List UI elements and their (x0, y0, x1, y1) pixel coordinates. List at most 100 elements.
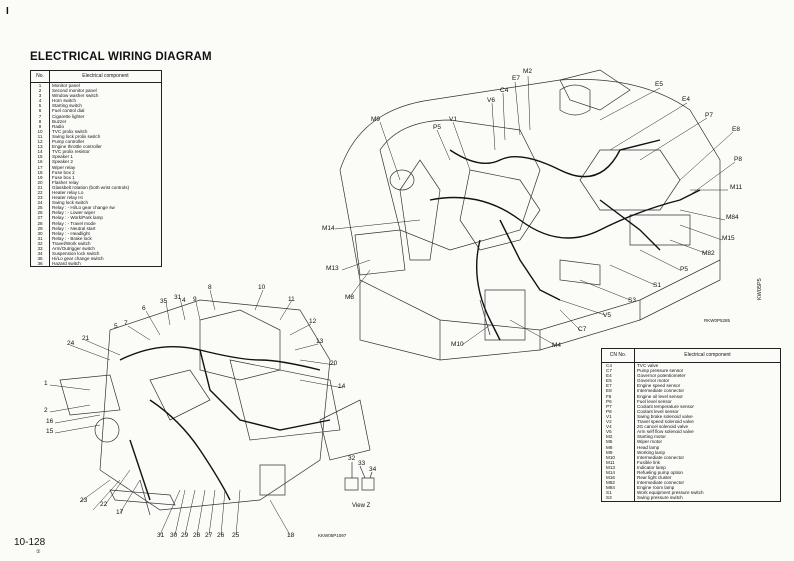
row-number: P7 (601, 403, 635, 409)
row-number: 9 (30, 123, 50, 129)
callout-label: 23 (80, 497, 88, 504)
callout-label: S3 (628, 297, 636, 304)
row-number: 33 (30, 246, 50, 252)
row-number: M9 (601, 449, 635, 455)
callout-label: 10 (258, 284, 266, 291)
side-code: KW05P5 (757, 278, 763, 300)
row-number: 16 (30, 159, 50, 165)
row-component: Intermediate connector (634, 480, 781, 486)
row-component: Fuse box 1 (49, 174, 162, 180)
row-component: Starting switch (49, 103, 162, 109)
row-component: Coolant temperature sensor (634, 403, 781, 409)
row-number: 31 (30, 235, 50, 241)
callout-label: 12 (309, 318, 317, 325)
callout-label: 34 (369, 466, 377, 473)
row-component: Indicator lamp (634, 464, 781, 470)
row-number: M16 (601, 475, 635, 481)
callout-label: 18 (287, 532, 295, 539)
row-component: Suspension lock switch (49, 251, 162, 257)
table-header-cn-no: CN No. (601, 348, 635, 363)
callout-label: 27 (205, 532, 213, 539)
row-component: Speaker 2 (49, 159, 162, 165)
callout-label: 13 (316, 338, 324, 345)
row-number: E8 (601, 388, 635, 394)
row-component: Coolant level sensor (634, 408, 781, 414)
row-component: Pump pressure sensor (634, 368, 781, 374)
row-number: 19 (30, 174, 50, 180)
row-number: 18 (30, 169, 50, 175)
row-component: Hazard switch (49, 261, 162, 267)
callout-label: E4 (682, 96, 690, 103)
row-number: V2 (601, 419, 635, 425)
row-number: 3 (30, 93, 50, 99)
row-number: 5 (30, 103, 50, 109)
row-number: 13 (30, 144, 50, 150)
row-component: Arm/Outrigger switch (49, 246, 162, 252)
row-number: E5 (601, 378, 635, 384)
callout-label: 21 (82, 335, 90, 342)
row-component: Travel/Work switch (49, 240, 162, 246)
row-component: Heater relay Hi (49, 195, 162, 201)
callout-label: 31 (174, 294, 182, 301)
table-header-row: No. Electrical component (30, 70, 162, 83)
row-number: S3 (601, 495, 635, 502)
table-header-component: Electrical component (634, 348, 781, 363)
row-component: Rear light cluster (634, 475, 781, 481)
row-number: 22 (30, 189, 50, 196)
row-number: 27 (30, 215, 50, 221)
corner-mark: I (6, 6, 9, 17)
row-number: 17 (30, 164, 50, 170)
callout-label: V5 (603, 312, 611, 319)
callout-label: P5 (433, 124, 441, 131)
row-component: TVC prolix resistor (49, 149, 162, 155)
row-number: 34 (30, 251, 50, 257)
callout-label: M82 (702, 250, 715, 257)
row-component: Engine oil level sensor (634, 393, 781, 399)
row-component: Relay : - Brake lock (49, 235, 162, 241)
row-number: 15 (30, 154, 50, 160)
callout-label: 4 (182, 297, 186, 304)
row-number: F6 (601, 393, 635, 399)
row-number: P8 (601, 408, 635, 414)
row-number: 36 (30, 261, 50, 267)
row-number: C4 (601, 362, 635, 369)
callout-label: P8 (734, 156, 742, 163)
row-component: Relay : - Headlight (49, 230, 162, 236)
callout-label: 11 (288, 296, 295, 303)
lower-wire-harness (119, 346, 331, 501)
callout-label: 30 (170, 532, 178, 539)
row-component: Refueling pump option (634, 469, 781, 476)
callout-label: M15 (722, 235, 735, 242)
row-number: E7 (601, 383, 635, 389)
callout-label: 17 (116, 509, 124, 516)
callout-label: V6 (487, 97, 495, 104)
row-number: V5 (601, 429, 635, 435)
callout-label: P7 (705, 112, 713, 119)
row-number: V4 (601, 424, 635, 430)
